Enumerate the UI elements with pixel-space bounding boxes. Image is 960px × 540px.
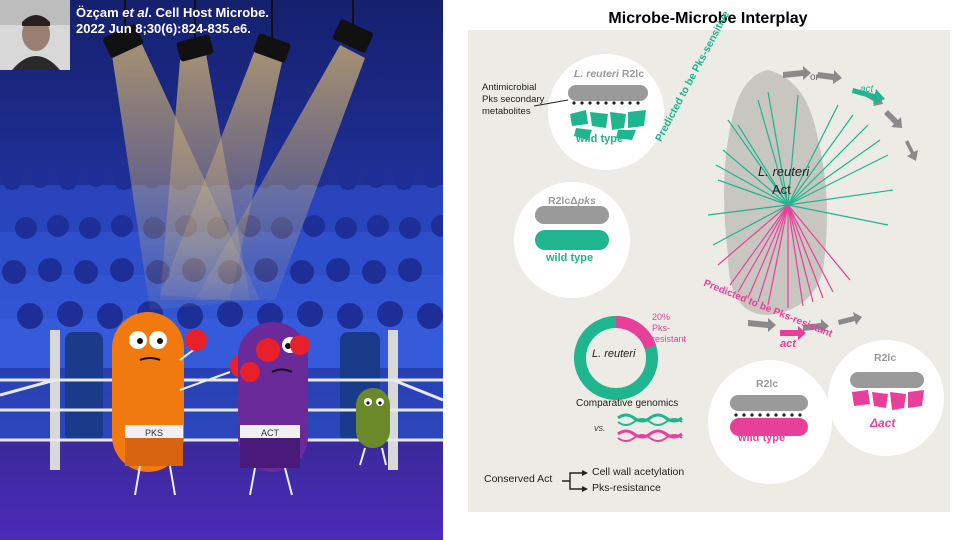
green-microbe [356, 388, 390, 466]
ring-ropes [0, 378, 443, 442]
gene-arrows-bottom [748, 312, 862, 333]
conserved-act: Conserved Act [484, 473, 553, 485]
fragmented-cells [570, 110, 646, 140]
antimicrobial-line1: Antimicrobial [482, 82, 537, 93]
spotlight-fixtures [103, 0, 373, 63]
graphical-abstract-art [514, 54, 944, 492]
figure-title: Microbe-Microbe Interplay [608, 10, 808, 27]
boxing-illustration: PKS ACT [0, 0, 443, 540]
pks-belt-label: PKS [145, 428, 163, 438]
act-top-label: act [860, 84, 874, 95]
donut-slice-resistant [574, 316, 658, 400]
pks-fighter: PKS [112, 312, 254, 496]
citation-date: 2022 Jun 8;30(6):824-835.e6. [76, 21, 251, 36]
antimicrobial-line3: metabolites [482, 106, 531, 117]
comparative-genomics: Comparative genomics [576, 398, 679, 409]
antimicrobial-line2: Pks secondary [482, 94, 545, 105]
strain4-name: R2lc [874, 352, 897, 364]
donut-line2: Pks- [652, 323, 670, 333]
author-portrait-icon [0, 0, 70, 70]
antimicrobial-label: Antimicrobial Pks secondary metabolites [482, 82, 544, 118]
donut-percent: 20% [652, 312, 671, 322]
strain1-strain: R2lc [618, 68, 645, 80]
strain2-strain: R2lcΔ [548, 195, 578, 207]
center-protein: Act [772, 182, 791, 197]
outcome-acetylation: Cell wall acetylation [592, 466, 685, 478]
center-species: L. reuteri [758, 164, 810, 179]
strain3-type: wild type [738, 432, 786, 444]
act-fighter: ACT [238, 322, 310, 496]
strain1-species: L. reuteri [574, 68, 619, 80]
donut-line3: resistant [652, 334, 687, 344]
citation-author: Özçam [76, 5, 119, 20]
tree-resistant [717, 204, 851, 308]
strain2-type: wild type [546, 252, 594, 264]
strain2-gene: pks [577, 195, 596, 207]
act-belt-label: ACT [261, 428, 280, 438]
vs-label: vs. [594, 423, 606, 433]
citation-journal: . Cell Host Microbe. [148, 5, 269, 20]
citation: Özçam et al. Cell Host Microbe. 2022 Jun… [76, 5, 269, 37]
citation-et-al: et al [122, 5, 149, 20]
tree-sensitive [707, 91, 894, 246]
act-bottom-label: act [780, 338, 796, 350]
strain1-type: wild type [576, 133, 624, 145]
donut-percent-label: 20% Pks- resistant [652, 312, 686, 345]
outcome-resistance: Pks-resistance [592, 482, 661, 494]
fragmented-cells-pink [852, 390, 924, 410]
strain1-name: L. reuteri R2lc [574, 68, 644, 80]
donut-label: L. reuteri [592, 348, 636, 360]
strain2-name: R2lcΔpks [548, 195, 596, 207]
or-label: or [810, 72, 819, 83]
spotlight-beams [112, 40, 365, 310]
author-photo [0, 0, 70, 70]
strain3-name: R2lc [756, 378, 779, 390]
graphical-abstract-panel: Antimicrobial Pks secondary metabolites … [468, 9, 950, 512]
boxing-scene-art: PKS ACT [0, 0, 443, 540]
strain4-type: Δact [870, 416, 896, 430]
